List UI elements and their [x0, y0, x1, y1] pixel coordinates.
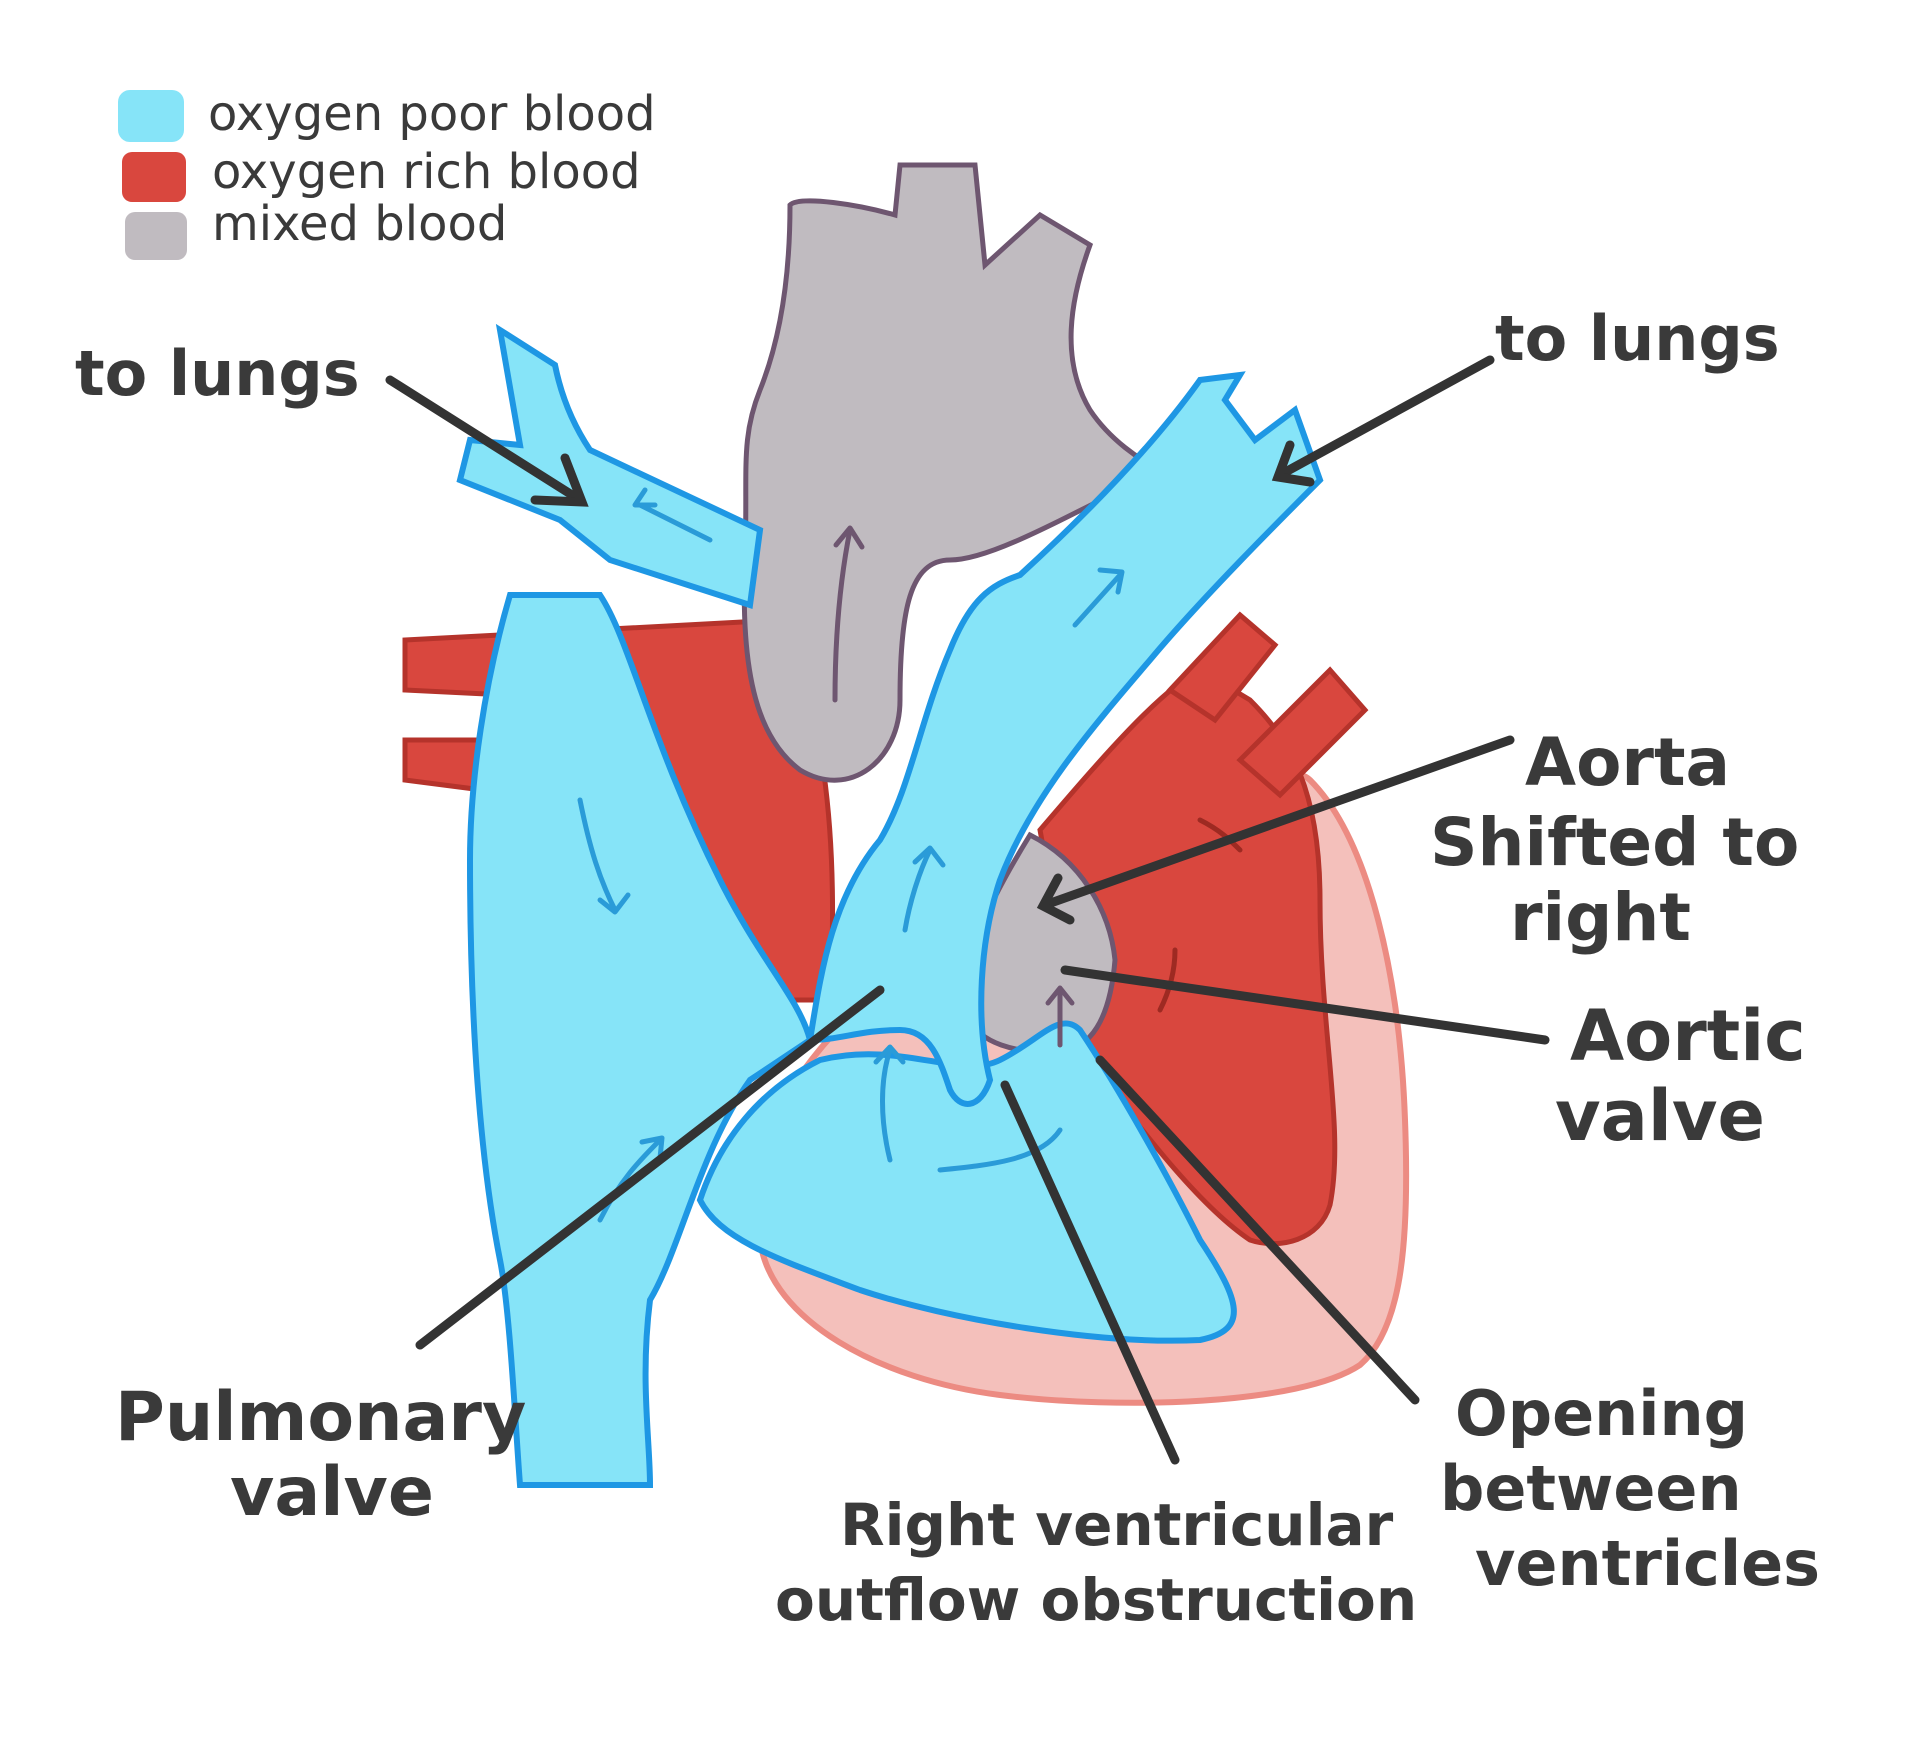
- pulmonary-trunk: [806, 371, 1324, 1107]
- pointer-to-lungs-left: [385, 375, 585, 505]
- pointer-pulmonary: [415, 985, 885, 1350]
- label-aortic-valve-line2: valve: [1555, 1075, 1765, 1157]
- flow-arrows-other: [832, 525, 1243, 1048]
- legend-label-mixed: mixed blood: [212, 196, 507, 252]
- label-pulmonary-line1: Pulmonary: [115, 1378, 526, 1457]
- pointer-aortic-valve: [1060, 965, 1550, 1045]
- pointer-lines: [385, 355, 1550, 1465]
- label-to-lungs-right: to lungs: [1495, 302, 1780, 375]
- label-aorta-line3: right: [1510, 879, 1691, 956]
- label-aorta-line2: Shifted to: [1430, 804, 1799, 881]
- right-ventricle: [696, 1020, 1237, 1344]
- legend-swatch-oxygen-poor: [118, 90, 184, 142]
- legend-swatch-mixed: [125, 212, 187, 260]
- pulmonary-branch-left: [456, 323, 764, 609]
- legend-label-oxygen-poor: oxygen poor blood: [208, 86, 656, 142]
- label-pulmonary-line2: valve: [230, 1453, 434, 1532]
- label-to-lungs-left: to lungs: [75, 337, 360, 410]
- pointer-aorta: [1040, 735, 1515, 910]
- label-opening-line3: ventricles: [1475, 1527, 1820, 1600]
- pulmonary-vein-right-1: [1166, 611, 1279, 724]
- vena-cava: [466, 592, 814, 1488]
- label-opening-line1: Opening: [1455, 1377, 1748, 1450]
- pointer-opening: [1095, 1055, 1420, 1405]
- pulmonary-vein-right-2: [1236, 666, 1369, 799]
- legend: oxygen poor blood oxygen rich blood mixe…: [118, 86, 656, 260]
- label-rvoo-line1: Right ventricular: [840, 1491, 1394, 1559]
- label-aorta-line1: Aorta: [1525, 724, 1730, 801]
- aorta: [741, 162, 1166, 783]
- flow-arrows-blue: [577, 487, 1125, 1223]
- legend-label-oxygen-rich: oxygen rich blood: [212, 144, 641, 200]
- pointer-to-lungs-right: [1275, 355, 1495, 480]
- label-rvoo-line2: outflow obstruction: [775, 1566, 1417, 1634]
- label-aortic-valve-line1: Aortic: [1570, 995, 1806, 1077]
- label-opening-line2: between: [1440, 1452, 1742, 1525]
- legend-swatch-oxygen-rich: [122, 152, 186, 202]
- pointer-rvoo: [1000, 1080, 1180, 1465]
